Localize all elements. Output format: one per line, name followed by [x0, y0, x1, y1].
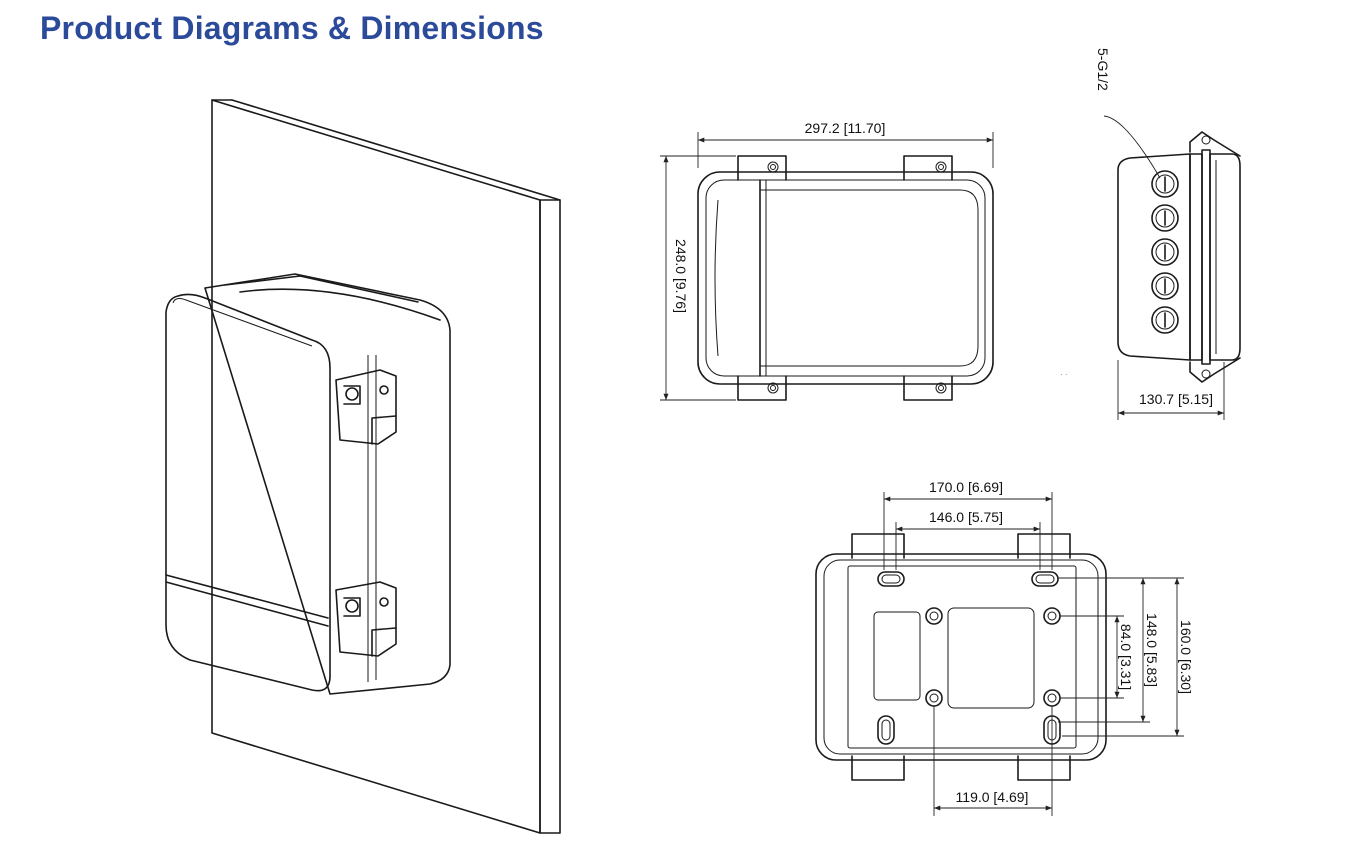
enclosure-body [204, 273, 451, 695]
rear-outer-width-dimension: 170.0 [6.69] [883, 479, 1053, 570]
lower-hinge [335, 581, 397, 657]
svg-text:· ·: · · [1060, 370, 1068, 379]
upper-hinge [335, 369, 397, 445]
rear-inner-width-label: 146.0 [5.75] [929, 509, 1003, 525]
top-view: 297.2 [11.70] 248.0 [9.76] [660, 120, 994, 401]
thread-leader [1103, 115, 1161, 179]
top-view-mounting-tabs [737, 155, 953, 401]
rear-bottom-width-label: 119.0 [4.69] [956, 789, 1029, 805]
side-thread-label: 5-G1/2 [1095, 48, 1111, 91]
cable-gland [1151, 204, 1179, 232]
top-view-outline [697, 171, 994, 385]
rear-height-mid-label: 148.0 [5.83] [1144, 613, 1160, 687]
cable-glands [1151, 170, 1179, 334]
rear-height-large-label: 160.0 [6.30] [1178, 620, 1194, 694]
cable-gland [1151, 306, 1179, 334]
wall-panel [211, 99, 561, 834]
rear-height-small-dimension: 84.0 [3.31] [1060, 615, 1134, 699]
rear-inner-width-dimension: 146.0 [5.75] [895, 509, 1041, 570]
side-depth-label: 130.7 [5.15] [1139, 391, 1213, 407]
rear-height-mid-dimension: 148.0 [5.83] [1058, 577, 1160, 723]
top-width-label: 297.2 [11.70] [805, 120, 886, 136]
rear-view-mounting-tabs [851, 533, 1071, 781]
cable-gland [1151, 272, 1179, 300]
isometric-enclosure-view [165, 99, 561, 834]
side-view-body [1117, 153, 1191, 361]
side-depth-dimension: 130.7 [5.15] [1117, 360, 1225, 420]
page-title: Product Diagrams & Dimensions [40, 10, 544, 46]
rear-height-small-label: 84.0 [3.31] [1118, 624, 1134, 690]
rear-height-large-dimension: 160.0 [6.30] [1062, 577, 1194, 737]
top-height-label: 248.0 [9.76] [673, 239, 689, 313]
rear-view: 170.0 [6.69] 146.0 [5.75] 119.0 [4.69] 8… [815, 479, 1194, 816]
cable-gland [1151, 238, 1179, 266]
rear-bottom-width-dimension: 119.0 [4.69] [933, 706, 1053, 816]
top-height-dimension: 248.0 [9.76] [660, 155, 736, 401]
rear-view-outline [815, 553, 1107, 761]
top-width-dimension: 297.2 [11.70] [697, 120, 994, 168]
enclosure-door [165, 293, 331, 692]
rear-outer-width-label: 170.0 [6.69] [929, 479, 1003, 495]
cable-gland [1151, 170, 1179, 198]
side-view: 5-G1/2 130.7 [5.15] · · [1060, 48, 1241, 420]
